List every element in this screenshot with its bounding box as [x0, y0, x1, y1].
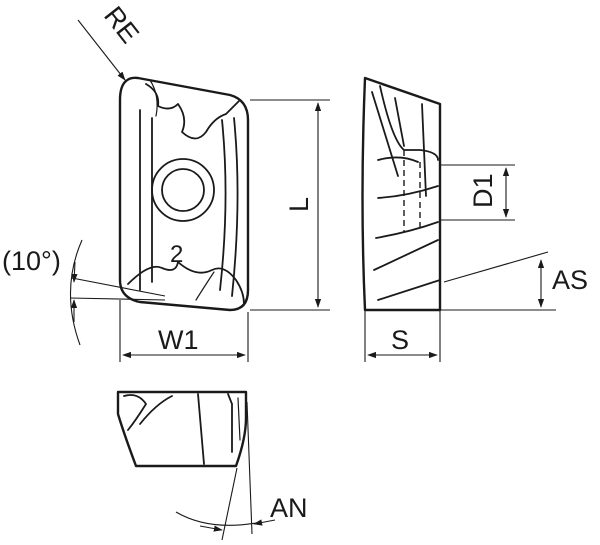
length-dimension: L: [250, 99, 330, 311]
corner-detail-top: [149, 79, 158, 117]
label-an: AN: [270, 493, 308, 523]
label-s: S: [391, 325, 409, 355]
front-face-line-4: [227, 393, 233, 453]
front-face-line-1: [123, 394, 147, 431]
clearance-angle-callout: (10°): [2, 239, 166, 346]
side-face-line-9: [377, 279, 441, 301]
insert-side-outline: [361, 76, 442, 312]
side-face-line-6: [377, 185, 439, 199]
screw-hole-inner: [161, 168, 205, 212]
insert-side-view: [361, 76, 442, 312]
approach-angle-dimension: AN: [175, 401, 308, 541]
insert-front-view: [116, 390, 248, 468]
label-d1: D1: [468, 173, 498, 208]
label-clearance-angle: (10°): [2, 246, 61, 276]
label-l: L: [284, 197, 314, 212]
side-face-line-5: [377, 156, 419, 163]
thickness-dimension: S: [364, 310, 441, 362]
side-face-line-3: [394, 97, 405, 147]
side-face-line-7: [375, 221, 439, 239]
side-face-line-8: [373, 239, 439, 271]
orientation-mark-2: 2: [170, 241, 183, 268]
rake-face-top-contour: [145, 83, 241, 140]
label-re: RE: [98, 1, 145, 49]
width-dimension: W1: [119, 300, 249, 362]
side-face-line-1: [371, 91, 399, 177]
side-face-line-4: [421, 103, 427, 197]
insert-front-outline: [116, 390, 248, 468]
chipbreaker-groove-right: [231, 117, 239, 297]
corner-detail-bottom: [195, 271, 215, 301]
label-as: AS: [552, 265, 588, 295]
screw-hole-outer: [151, 158, 215, 222]
front-face-line-5: [237, 397, 241, 441]
hole-diameter-dimension: D1: [440, 164, 515, 221]
front-face-line-3: [197, 393, 205, 465]
label-w1: W1: [158, 325, 199, 355]
insert-top-view: 2: [118, 76, 250, 312]
front-face-line-2: [139, 395, 173, 425]
rake-face-bottom-contour: [127, 261, 245, 305]
axial-angle-dimension: AS: [440, 251, 588, 311]
corner-radius-callout: RE: [77, 1, 145, 81]
